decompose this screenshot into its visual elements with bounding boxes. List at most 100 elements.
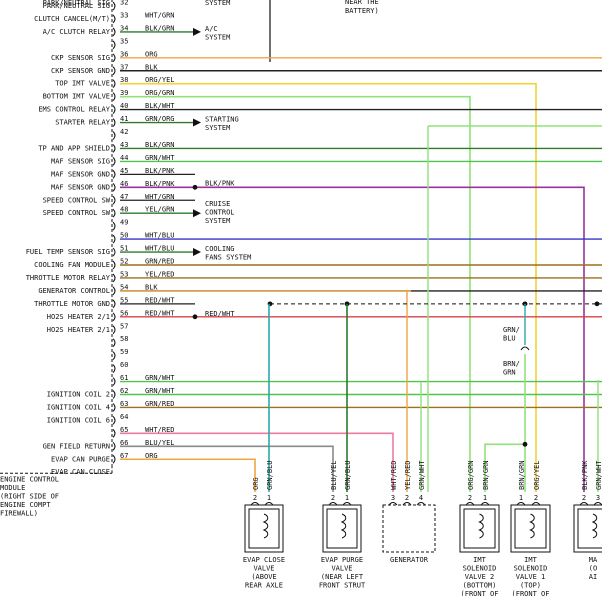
connector-pin-36	[112, 53, 116, 63]
component-inner-box	[577, 508, 602, 549]
pin-number-62: 62	[120, 387, 128, 395]
connector-icon	[342, 502, 352, 506]
connector-icon	[388, 502, 398, 506]
pin-label-56: HO2S HEATER 2/1	[47, 313, 110, 321]
component-box	[573, 504, 602, 553]
pin-number-34: 34	[120, 24, 128, 32]
pin-number-58: 58	[120, 335, 128, 343]
pin-label-36: CKP SENSOR SIG	[51, 54, 110, 62]
component-pin: 2	[534, 494, 538, 502]
connector-pin-34	[112, 27, 116, 37]
pin-label-67b: EVAP CAN CLOSE	[51, 468, 110, 476]
pin-number-48: 48	[120, 206, 128, 214]
top-label-system: SYSTEM	[205, 0, 230, 7]
component-name: FRONT STRUT	[319, 582, 366, 590]
component-wire-label: GRN/WHT	[595, 460, 602, 490]
ac-system-label: SYSTEM	[205, 33, 230, 41]
starting-system-label: SYSTEM	[205, 124, 230, 132]
component-box	[510, 504, 551, 553]
component-pin: 2	[405, 494, 409, 502]
connector-pin-60	[112, 364, 116, 373]
component-name: MA	[589, 556, 598, 564]
pin-label-39: BOTTOM IMT VALVE	[43, 93, 110, 101]
pin-number-40: 40	[120, 102, 128, 110]
wire-label-37: BLK	[145, 63, 158, 71]
component-name: GENERATOR	[390, 556, 429, 564]
component-wire-label: BLK/PNK	[581, 460, 589, 490]
pin-number-64: 64	[120, 413, 128, 421]
connector-pin-33	[112, 14, 116, 24]
engine-control-module	[0, 0, 116, 474]
pcm-caption: (RIGHT SIDE OF	[0, 492, 59, 500]
component-name: VALVE 1	[516, 573, 546, 581]
component-pin: 4	[419, 494, 423, 502]
pcm-caption: FIREWALL)	[0, 509, 38, 517]
connector-pin-45	[112, 169, 116, 179]
wire-label-47: WHT/GRN	[145, 193, 175, 201]
pin-label-51: FUEL TEMP SENSOR SIG	[26, 248, 110, 256]
component-name: EVAP CLOSE	[243, 556, 285, 564]
wire-label-56: RED/WHT	[145, 309, 175, 317]
pin-number-63: 63	[120, 400, 128, 408]
wire-label-52: GRN/RED	[145, 258, 175, 266]
pin-number-39: 39	[120, 89, 128, 97]
wire-label-40: BLK/WHT	[145, 102, 175, 110]
wire-label-45: BLK/PNK	[145, 167, 175, 175]
pin-number-61: 61	[120, 374, 128, 382]
wire-label-50: WHT/BLU	[145, 232, 175, 240]
connector-icon	[264, 502, 274, 506]
component-wire-label: ORG/GRN	[467, 460, 475, 490]
connector-pin-42	[112, 131, 116, 140]
pin-label-57: HO2S HEATER 2/1	[47, 326, 110, 334]
wire-label-48: YEL/GRN	[145, 206, 175, 214]
connector-pin-61	[112, 377, 116, 386]
component-name: SOLENOID	[514, 565, 548, 573]
component-name: (FRONT OF	[512, 590, 550, 596]
wire-label-38: ORG/YEL	[145, 76, 175, 84]
connector-pin-55	[112, 299, 116, 309]
connector-pin-47	[112, 195, 116, 205]
pin-number-50: 50	[120, 232, 128, 240]
pin-number-44: 44	[120, 154, 128, 162]
connector-pin-56	[112, 312, 116, 322]
coil-icon	[262, 513, 269, 539]
connector-pin-66	[112, 441, 116, 451]
pin-number-51: 51	[120, 245, 128, 253]
connector-pin-62	[112, 390, 116, 399]
component-wire-label: WHT/RED	[390, 460, 398, 490]
component-wire-label: GRN/WHT	[418, 460, 426, 490]
wire-purge	[120, 445, 334, 492]
component-pin: 1	[483, 494, 487, 502]
pin-number-32: 32	[120, 0, 128, 7]
wire-label-55: RED/WHT	[145, 296, 175, 304]
cruise-system-label: SYSTEM	[205, 217, 230, 225]
pin-label-34: A/C CLUTCH RELAY	[43, 28, 111, 36]
connector-pin-32	[112, 1, 116, 11]
wire-imt-top	[120, 82, 537, 492]
component-name: EVAP PURGE	[321, 556, 363, 564]
connector-pin-35	[112, 40, 116, 50]
component-pin: 2	[582, 494, 586, 502]
pin-number-59: 59	[120, 348, 128, 356]
coil-icon	[340, 513, 347, 539]
grn-blu-label: BLU	[503, 335, 516, 343]
wire-label-34: BLK/GRN	[145, 24, 175, 32]
top-label-park: PARK/NEUTRAL SIG	[43, 0, 110, 7]
arrow-icon	[193, 209, 201, 218]
pin-number-67: 67	[120, 452, 128, 460]
connector-pin-48	[112, 208, 116, 218]
pin-label-62: IGNITION COIL 2	[47, 391, 110, 399]
cooling-system-label: FANS SYSTEM	[205, 254, 251, 262]
brn-grn-label: BRN/	[503, 360, 520, 368]
pin-number-56: 56	[120, 309, 128, 317]
component-inner-box	[248, 508, 280, 549]
brn-grn-label: GRN	[503, 369, 516, 377]
component-box	[244, 504, 284, 553]
pin-label-32: PARK/NEUTRAL SIG	[43, 2, 110, 10]
component-pin: 2	[468, 494, 472, 502]
pin-label-43: TP AND APP SHIELD	[38, 144, 110, 152]
